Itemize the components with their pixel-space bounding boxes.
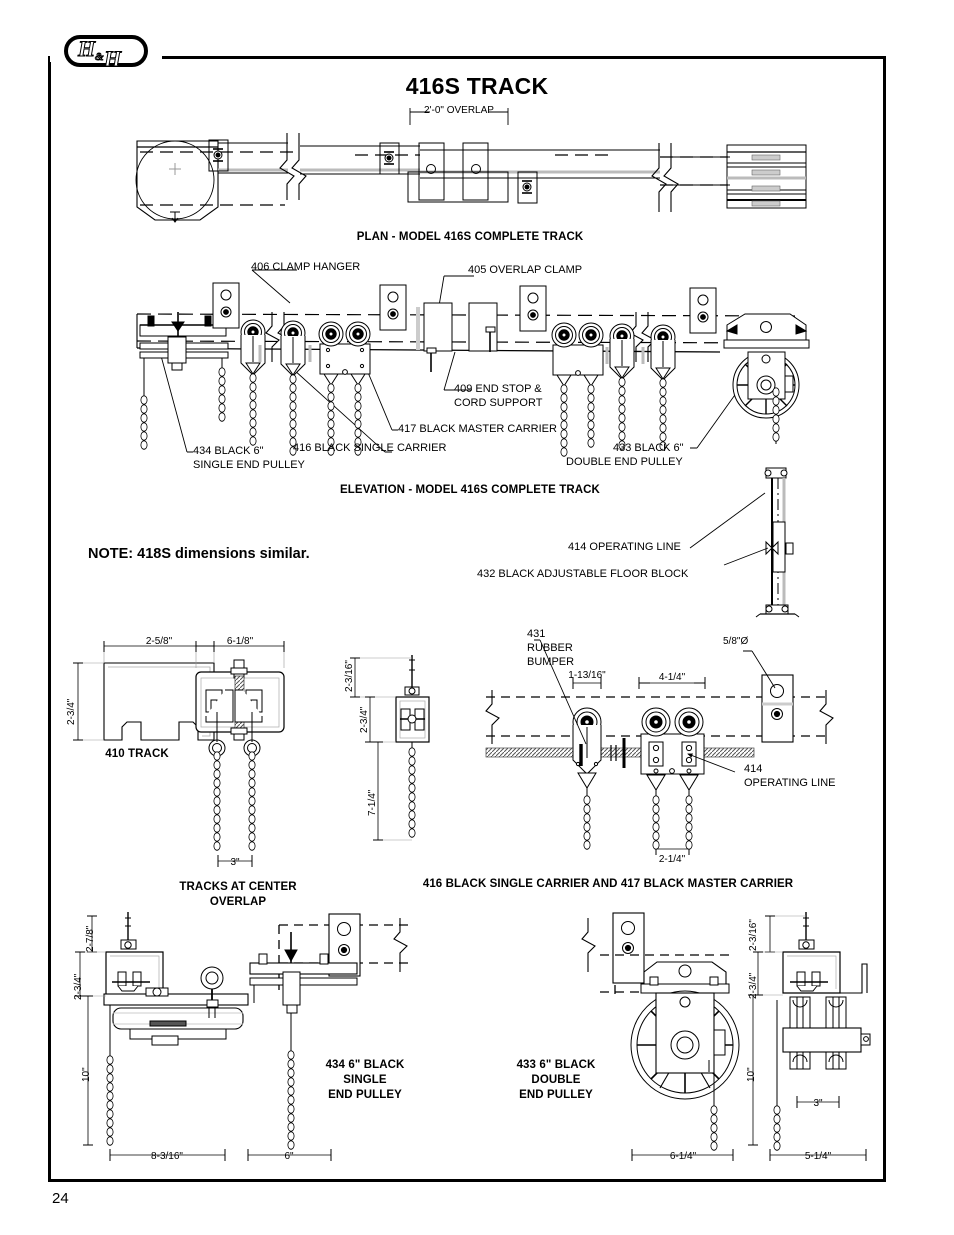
page-title: 416S TRACK: [405, 73, 549, 99]
callout-409-end-stop-line1: 409 END STOP &: [454, 383, 542, 395]
track-width-dim: 2-5/8": [145, 636, 173, 647]
track-height-dim: 2-3/4": [66, 698, 77, 725]
callout-432-floor-block: 432 BLACK ADJUSTABLE FLOOR BLOCK: [477, 568, 689, 580]
carrier-wheel-spacing-dim: 2-1/4": [658, 854, 686, 865]
overlap-caption-line2: OVERLAP: [209, 896, 267, 908]
carrier-side-dim-drop: 7-1/4": [367, 789, 378, 816]
single-pulley-dim-top: 2-7/8": [85, 925, 96, 952]
callout-417-master-carrier: 417 BLACK MASTER CARRIER: [398, 423, 557, 435]
carrier-operating-line-label1: 414: [744, 763, 763, 775]
carrier-side-dim-top: 2-3/16": [344, 660, 355, 692]
bumper-label-line1: 431: [527, 628, 546, 640]
callout-433-double-end-pulley-line2: DOUBLE END PULLEY: [566, 456, 683, 468]
callout-405-overlap-clamp: 405 OVERLAP CLAMP: [468, 264, 583, 276]
page-number: 24: [52, 1190, 69, 1207]
hole-diameter-dim: 5/8"Ø: [723, 636, 749, 647]
single-pulley-caption-line1: 434 6" BLACK: [325, 1059, 405, 1071]
track-detail-caption: 410 TRACK: [105, 748, 169, 760]
carrier-side-dim-body: 2-3/4": [359, 706, 370, 733]
callout-433-double-end-pulley-line1: 433 BLACK 6": [613, 442, 684, 454]
callout-406-clamp-hanger: 406 CLAMP HANGER: [251, 261, 361, 273]
double-pulley-caption-line2: DOUBLE: [531, 1074, 581, 1086]
svg-text:H: H: [77, 36, 96, 61]
double-pulley-side-width: 5-1/4": [804, 1151, 832, 1162]
page-border-top-line: [160, 56, 886, 59]
callout-409-end-stop-line2: CORD SUPPORT: [454, 397, 543, 409]
single-pulley-front-width: 8-3/16": [151, 1151, 183, 1162]
carrier-detail-caption: 416 BLACK SINGLE CARRIER AND 417 BLACK M…: [422, 878, 794, 890]
elevation-caption: ELEVATION - MODEL 416S COMPLETE TRACK: [340, 484, 600, 496]
single-pulley-caption-line2: SINGLE: [343, 1074, 387, 1086]
carrier-operating-line-label2: OPERATING LINE: [744, 777, 836, 789]
overlap-spacing-dim: 3": [230, 857, 240, 868]
callout-434-single-end-pulley-line2: SINGLE END PULLEY: [193, 459, 305, 471]
callout-414-operating-line: 414 OPERATING LINE: [568, 541, 681, 553]
double-pulley-caption-line3: END PULLEY: [519, 1089, 593, 1101]
bumper-label-line2: RUBBER: [527, 642, 573, 654]
double-pulley-caption-line1: 433 6" BLACK: [516, 1059, 596, 1071]
bumper-label-line3: BUMPER: [527, 656, 575, 668]
note-text: NOTE: 418S dimensions similar.: [88, 546, 310, 562]
double-pulley-front-width: 6-1/4": [669, 1151, 697, 1162]
double-pulley-sheave-spacing: 3": [813, 1098, 823, 1109]
plan-caption: PLAN - MODEL 416S COMPLETE TRACK: [356, 231, 584, 243]
svg-text:&: &: [95, 51, 104, 63]
svg-text:H: H: [103, 46, 122, 71]
double-pulley-dim-drop: 10": [746, 1067, 757, 1082]
overlap-width-dim: 6-1/8": [226, 636, 254, 647]
callout-434-single-end-pulley-line1: 434 BLACK 6": [193, 445, 264, 457]
carrier-single-dim: 1-13/16": [568, 670, 606, 681]
hh-logo: H & H: [62, 33, 162, 73]
double-pulley-dim-top: 2-3/16": [748, 919, 759, 951]
single-pulley-side-width: 6": [284, 1151, 294, 1162]
single-pulley-caption-line3: END PULLEY: [328, 1089, 402, 1101]
single-pulley-dim-drop: 10": [81, 1067, 92, 1082]
single-pulley-dim-body: 2-3/4": [73, 973, 84, 1000]
callout-416-single-carrier: 416 BLACK SINGLE CARRIER: [293, 442, 447, 454]
plan-overlap-dim: 2'-0" OVERLAP: [424, 105, 494, 116]
overlap-caption-line1: TRACKS AT CENTER: [179, 881, 297, 893]
double-pulley-dim-body: 2-3/4": [748, 972, 759, 999]
carrier-master-dim: 4-1/4": [658, 672, 686, 683]
